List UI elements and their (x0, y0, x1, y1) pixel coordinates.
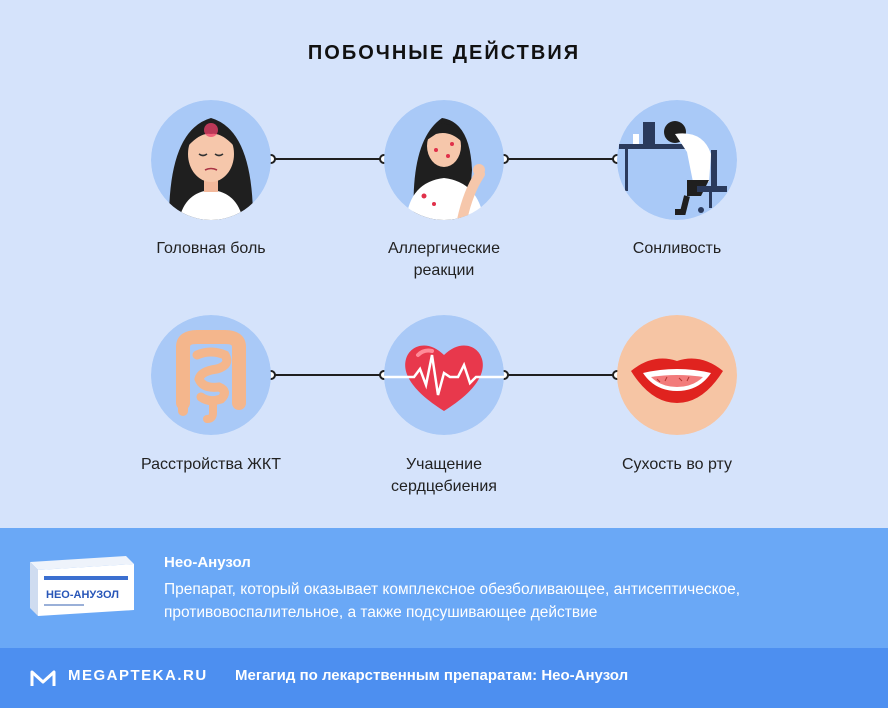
footer-brand[interactable]: MEGAPTEKA.RU (68, 667, 208, 684)
effect-label-allergy-line1: Аллергические (388, 240, 500, 257)
megapteka-logo-icon (30, 670, 56, 686)
connector-line (504, 374, 617, 376)
effect-label-sleepy: Сонливость (632, 240, 722, 257)
drug-box-image: НЕО-АНУЗОЛ (26, 554, 136, 616)
effect-label-dry-mouth: Сухость во рту (621, 456, 733, 473)
effect-label-heartbeat-line1: Учащение (406, 456, 482, 473)
effect-label-gastro: Расстройства ЖКТ (141, 456, 281, 473)
dry-mouth-icon (617, 315, 737, 435)
effect-label-allergy-line2: реакции (413, 262, 475, 279)
allergy-woman-icon (384, 100, 504, 220)
effect-label-heartbeat: Учащение сердцебиения (344, 454, 544, 498)
heartbeat-icon (384, 315, 504, 435)
page-title: ПОБОЧНЫЕ ДЕЙСТВИЯ (307, 42, 581, 64)
drug-description: Препарат, который оказывает комплексное … (164, 581, 741, 621)
drug-banner: НЕО-АНУЗОЛ Нео-Анузол Препарат, который … (0, 528, 888, 648)
sleepy-person-icon (617, 100, 737, 220)
effect-label-heartbeat-line2: сердцебиения (391, 478, 497, 495)
connector-line (504, 158, 617, 160)
connector-line (271, 374, 384, 376)
footer-guide-text: Мегагид по лекарственным препаратам: Нео… (235, 667, 629, 684)
footer: MEGAPTEKA.RU Мегагид по лекарственным пр… (0, 648, 888, 708)
drug-box-text: НЕО-АНУЗОЛ (46, 589, 119, 601)
intestines-icon (151, 315, 271, 435)
connector-line (271, 158, 384, 160)
headache-woman-icon (151, 100, 271, 220)
effect-label-allergy: Аллергические реакции (344, 238, 544, 282)
drug-name: Нео-Анузол (164, 554, 251, 571)
effect-label-headache: Головная боль (156, 240, 266, 257)
